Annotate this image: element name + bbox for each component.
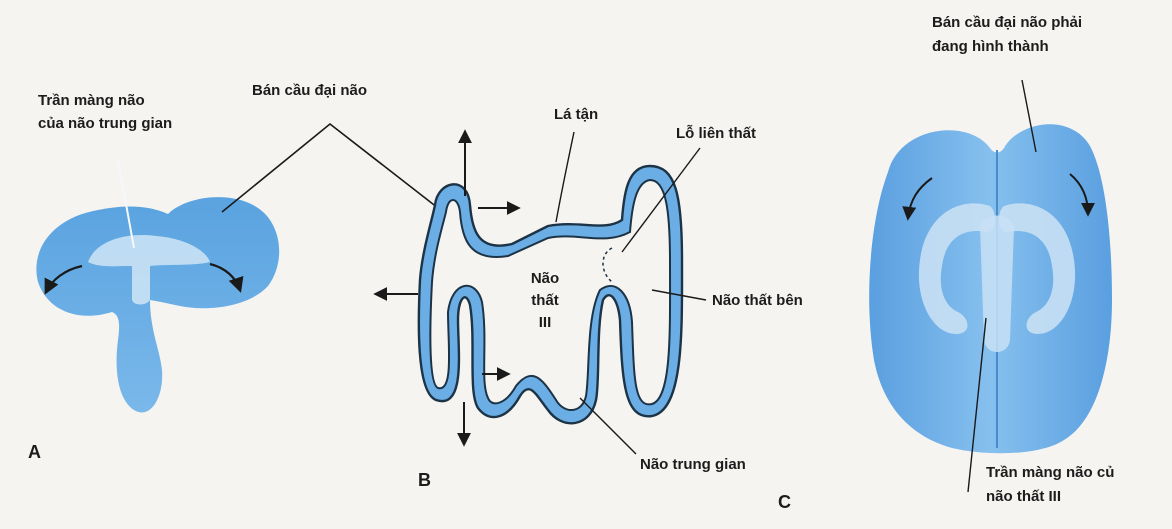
panel-a-left-arrow: [44, 264, 83, 295]
panel-b-lamina-leader: [555, 131, 575, 223]
panel-b-foramen: [602, 247, 613, 283]
hemisphere-label: Bán cầu đại não: [252, 82, 368, 99]
panel-c-roof-label-line1: Trần màng não củ: [986, 464, 1115, 481]
panel-c-figure: [869, 79, 1112, 493]
hemisphere-leader-line: [221, 122, 439, 213]
panel-b-diencephalon-label: Não trung gian: [640, 456, 746, 473]
panel-b-lamina-label: Lá tận: [554, 106, 599, 123]
panel-c-roof: [980, 215, 1014, 352]
panel-c-right-ventricle: [999, 203, 1076, 334]
panel-c-hemisphere-leader: [1021, 79, 1037, 153]
panel-a-figure: [36, 159, 280, 413]
panel-b-diencephalon-leader: [579, 397, 637, 455]
panel-b-lateral-leader: [651, 289, 707, 301]
panel-a-roof-label-line1: Trần màng não: [38, 92, 145, 109]
panel-c-roof-label-line2: não thất III: [986, 488, 1061, 505]
panel-a-roof-pointer: [117, 159, 135, 249]
panel-b-ventricle-label-line3: III: [538, 314, 552, 331]
panel-c-left-arrow: [902, 177, 933, 221]
panel-b-foramen-leader: [621, 147, 701, 253]
panel-a-brain-shape: [36, 197, 280, 413]
panel-b-figure: [373, 129, 707, 455]
panel-c-hemisphere-label-line1: Bán cầu đại não phải: [932, 14, 1083, 31]
panel-c-right-arrow: [1069, 173, 1095, 217]
panel-b-ventricle-label-line2: thất: [531, 292, 559, 309]
panel-c-roof-leader: [967, 317, 987, 493]
panel-a-ventricle-roof: [88, 235, 210, 305]
panel-c-hemisphere-label-line2: đang hình thành: [932, 38, 1049, 55]
panel-b-ventricle-lumen: [429, 178, 672, 411]
panel-a-letter: A: [28, 442, 41, 462]
panel-b-lateral-ventricle-label: Não thất bên: [712, 292, 803, 309]
panel-a-roof-label-line2: của não trung gian: [38, 115, 173, 132]
panel-b-ventricle-label-line1: Não: [530, 270, 560, 287]
panel-a-right-arrow: [209, 262, 244, 293]
panel-c-left-ventricle: [918, 203, 995, 334]
panel-c-letter: C: [778, 492, 791, 512]
panel-b-letter: B: [418, 470, 431, 490]
panel-b-foramen-label: Lỗ liên thất: [676, 125, 756, 142]
